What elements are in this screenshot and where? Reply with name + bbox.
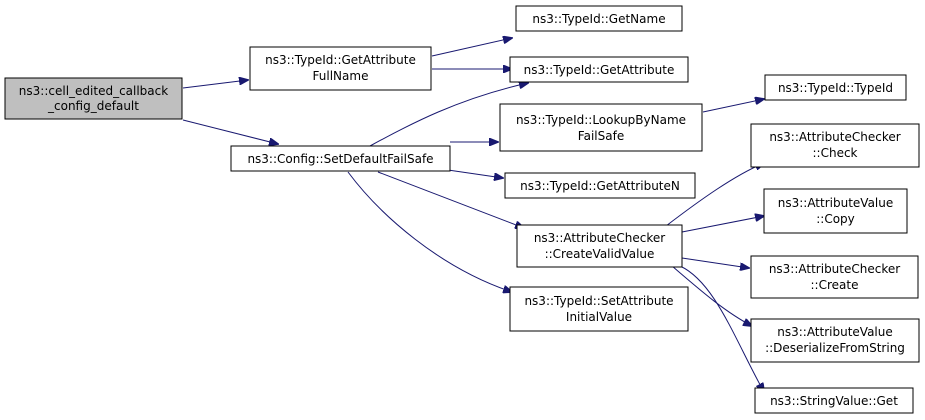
node-value-copy-line-1: ns3::AttributeValue bbox=[778, 196, 894, 210]
node-value-deserialize-line-2: ::DeserializeFromString bbox=[765, 341, 905, 355]
node-get-name[interactable]: ns3::TypeId::GetName bbox=[515, 5, 683, 32]
node-get-name-label: ns3::TypeId::GetName bbox=[532, 12, 665, 26]
edge-fail-safe-to-get-attribute bbox=[369, 83, 528, 147]
node-set-default-fail-safe[interactable]: ns3::Config::SetDefaultFailSafe bbox=[230, 145, 451, 172]
node-set-default-fail-safe-label: ns3::Config::SetDefaultFailSafe bbox=[247, 152, 433, 166]
node-checker-check[interactable]: ns3::AttributeChecker ::Check bbox=[750, 123, 920, 168]
node-get-attribute-full-name-line-1: ns3::TypeId::GetAttribute bbox=[265, 53, 416, 67]
node-create-valid-value[interactable]: ns3::AttributeChecker ::CreateValidValue bbox=[516, 224, 683, 268]
node-create-valid-value-line-2: ::CreateValidValue bbox=[545, 247, 655, 261]
node-get-attribute-n[interactable]: ns3::TypeId::GetAttributeN bbox=[504, 172, 696, 199]
node-checker-create-line-1: ns3::AttributeChecker bbox=[769, 262, 900, 276]
edge-root-to-get-attribute-full-name bbox=[182, 80, 248, 89]
node-value-deserialize-line-1: ns3::AttributeValue bbox=[777, 325, 893, 339]
edge-create-valid-value-to-string-value-get bbox=[679, 265, 764, 392]
node-root-line-1: ns3::cell_edited_callback bbox=[19, 84, 168, 98]
node-get-attribute-n-label: ns3::TypeId::GetAttributeN bbox=[520, 179, 680, 193]
node-type-id-label: ns3::TypeId::TypeId bbox=[778, 81, 893, 95]
node-lookup-by-name-fail-safe-line-1: ns3::TypeId::LookupByName bbox=[516, 113, 686, 127]
node-create-valid-value-line-1: ns3::AttributeChecker bbox=[534, 231, 665, 245]
edge-fail-safe-to-create-valid-value bbox=[377, 171, 524, 228]
node-type-id[interactable]: ns3::TypeId::TypeId bbox=[764, 74, 907, 101]
node-value-copy[interactable]: ns3::AttributeValue ::Copy bbox=[763, 188, 908, 234]
node-get-attribute-full-name-line-2: FullName bbox=[313, 69, 369, 83]
edge-lookup-to-type-id bbox=[702, 99, 764, 113]
node-root[interactable]: ns3::cell_edited_callback _config_defaul… bbox=[4, 77, 183, 120]
node-checker-check-line-2: ::Check bbox=[813, 146, 858, 160]
edge-create-valid-value-to-create bbox=[681, 257, 749, 268]
node-root-line-2: _config_default bbox=[47, 99, 139, 113]
node-get-attribute-label: ns3::TypeId::GetAttribute bbox=[524, 63, 675, 77]
node-set-attribute-initial-value[interactable]: ns3::TypeId::SetAttribute InitialValue bbox=[509, 286, 689, 332]
node-string-value-get[interactable]: ns3::StringValue::Get bbox=[754, 387, 914, 414]
edges bbox=[182, 38, 764, 392]
node-lookup-by-name-fail-safe[interactable]: ns3::TypeId::LookupByName FailSafe bbox=[499, 103, 703, 152]
node-set-attribute-initial-value-line-2: InitialValue bbox=[566, 310, 632, 324]
node-checker-check-line-1: ns3::AttributeChecker bbox=[769, 130, 900, 144]
edge-fail-safe-to-get-attribute-n bbox=[447, 169, 503, 178]
edge-create-valid-value-to-deserialize bbox=[671, 265, 752, 326]
node-get-attribute-full-name[interactable]: ns3::TypeId::GetAttribute FullName bbox=[249, 46, 432, 91]
node-lookup-by-name-fail-safe-line-2: FailSafe bbox=[578, 129, 624, 143]
node-string-value-get-label: ns3::StringValue::Get bbox=[770, 394, 898, 408]
node-value-deserialize[interactable]: ns3::AttributeValue ::DeserializeFromStr… bbox=[750, 318, 920, 363]
node-set-attribute-initial-value-line-1: ns3::TypeId::SetAttribute bbox=[524, 294, 673, 308]
node-checker-create[interactable]: ns3::AttributeChecker ::Create bbox=[750, 255, 919, 299]
node-value-copy-line-2: ::Copy bbox=[816, 212, 855, 226]
node-checker-create-line-2: ::Create bbox=[811, 278, 859, 292]
edge-create-valid-value-to-copy bbox=[681, 216, 764, 233]
edge-root-to-set-default-fail-safe bbox=[182, 119, 278, 144]
edge-fail-safe-to-set-attribute-initial-value bbox=[347, 171, 512, 292]
edge-full-name-to-get-name bbox=[431, 38, 512, 57]
node-get-attribute[interactable]: ns3::TypeId::GetAttribute bbox=[509, 56, 689, 83]
